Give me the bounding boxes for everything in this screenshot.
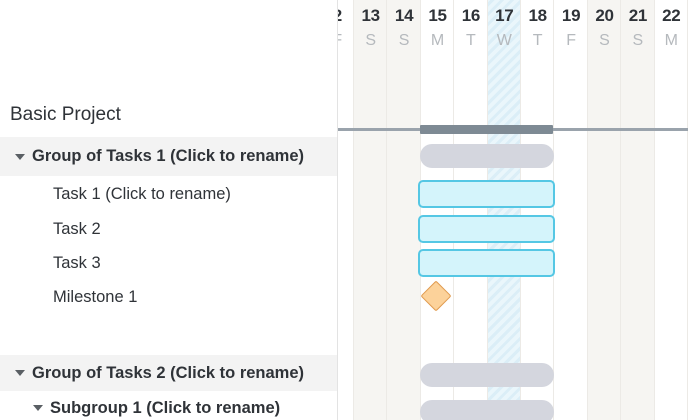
row-group-of-tasks-2-click-to-rename[interactable]: Group of Tasks 2 (Click to rename) — [0, 355, 337, 391]
timeline-bars-layer — [337, 0, 688, 420]
chevron-down-icon[interactable] — [15, 370, 25, 376]
row-content: Group of Tasks 1 (Click to rename) — [0, 147, 304, 166]
row-content: Task 3 — [0, 254, 101, 273]
timeline-column-16 — [454, 0, 488, 420]
timeline-column-15 — [421, 0, 455, 420]
row-label[interactable]: Subgroup 1 (Click to rename) — [50, 398, 281, 417]
task-3-bar[interactable] — [418, 249, 555, 277]
row-group-of-tasks-1-click-to-rename[interactable]: Group of Tasks 1 (Click to rename) — [0, 137, 337, 176]
row-label[interactable]: Group of Tasks 2 (Click to rename) — [32, 363, 305, 382]
timeline-column-17 — [487, 0, 521, 420]
page-title: Basic Project — [0, 98, 337, 132]
milestone-1-marker[interactable] — [420, 280, 452, 312]
timeline-column-18 — [521, 0, 555, 420]
project-summary-bar[interactable] — [420, 125, 553, 134]
row-task-1-click-to-rename[interactable]: Task 1 (Click to rename) — [0, 177, 337, 212]
group-2-bar[interactable] — [420, 363, 554, 387]
group-1-bar[interactable] — [420, 144, 554, 168]
timeline-column-21 — [621, 0, 655, 420]
row-content: Task 2 — [0, 220, 101, 239]
row-label[interactable]: Group of Tasks 1 (Click to rename) — [32, 147, 305, 165]
subgroup-1-bar[interactable] — [420, 400, 554, 420]
task-1-bar[interactable] — [418, 180, 555, 208]
timeline-column-2 — [337, 0, 354, 420]
timeline-grid — [337, 0, 688, 420]
row-subgroup-1-click-to-rename[interactable]: Subgroup 1 (Click to rename) — [0, 393, 337, 420]
row-content: Group of Tasks 2 (Click to rename) — [0, 364, 304, 383]
chevron-down-icon[interactable] — [33, 405, 43, 411]
row-label[interactable]: Milestone 1 — [53, 287, 138, 306]
timeline-column-19 — [554, 0, 588, 420]
row-label[interactable]: Task 1 (Click to rename) — [53, 185, 231, 203]
row-label[interactable]: Task 3 — [53, 254, 101, 272]
timeline-column-22 — [655, 0, 688, 420]
project-title-label: Basic Project — [10, 104, 121, 125]
task-2-bar[interactable] — [418, 215, 555, 243]
row-milestone-1[interactable]: Milestone 1 — [0, 280, 337, 314]
row-content: Task 1 (Click to rename) — [0, 185, 231, 204]
chevron-down-icon[interactable] — [15, 153, 25, 160]
row-label[interactable]: Task 2 — [53, 220, 101, 238]
row-content: Subgroup 1 (Click to rename) — [0, 399, 280, 418]
row-task-2[interactable]: Task 2 — [0, 212, 337, 247]
row-task-3[interactable]: Task 3 — [0, 247, 337, 280]
timeline-column-13 — [354, 0, 388, 420]
timeline-column-20 — [587, 0, 622, 420]
row-content: Milestone 1 — [0, 288, 137, 307]
timeline-column-14 — [387, 0, 421, 420]
